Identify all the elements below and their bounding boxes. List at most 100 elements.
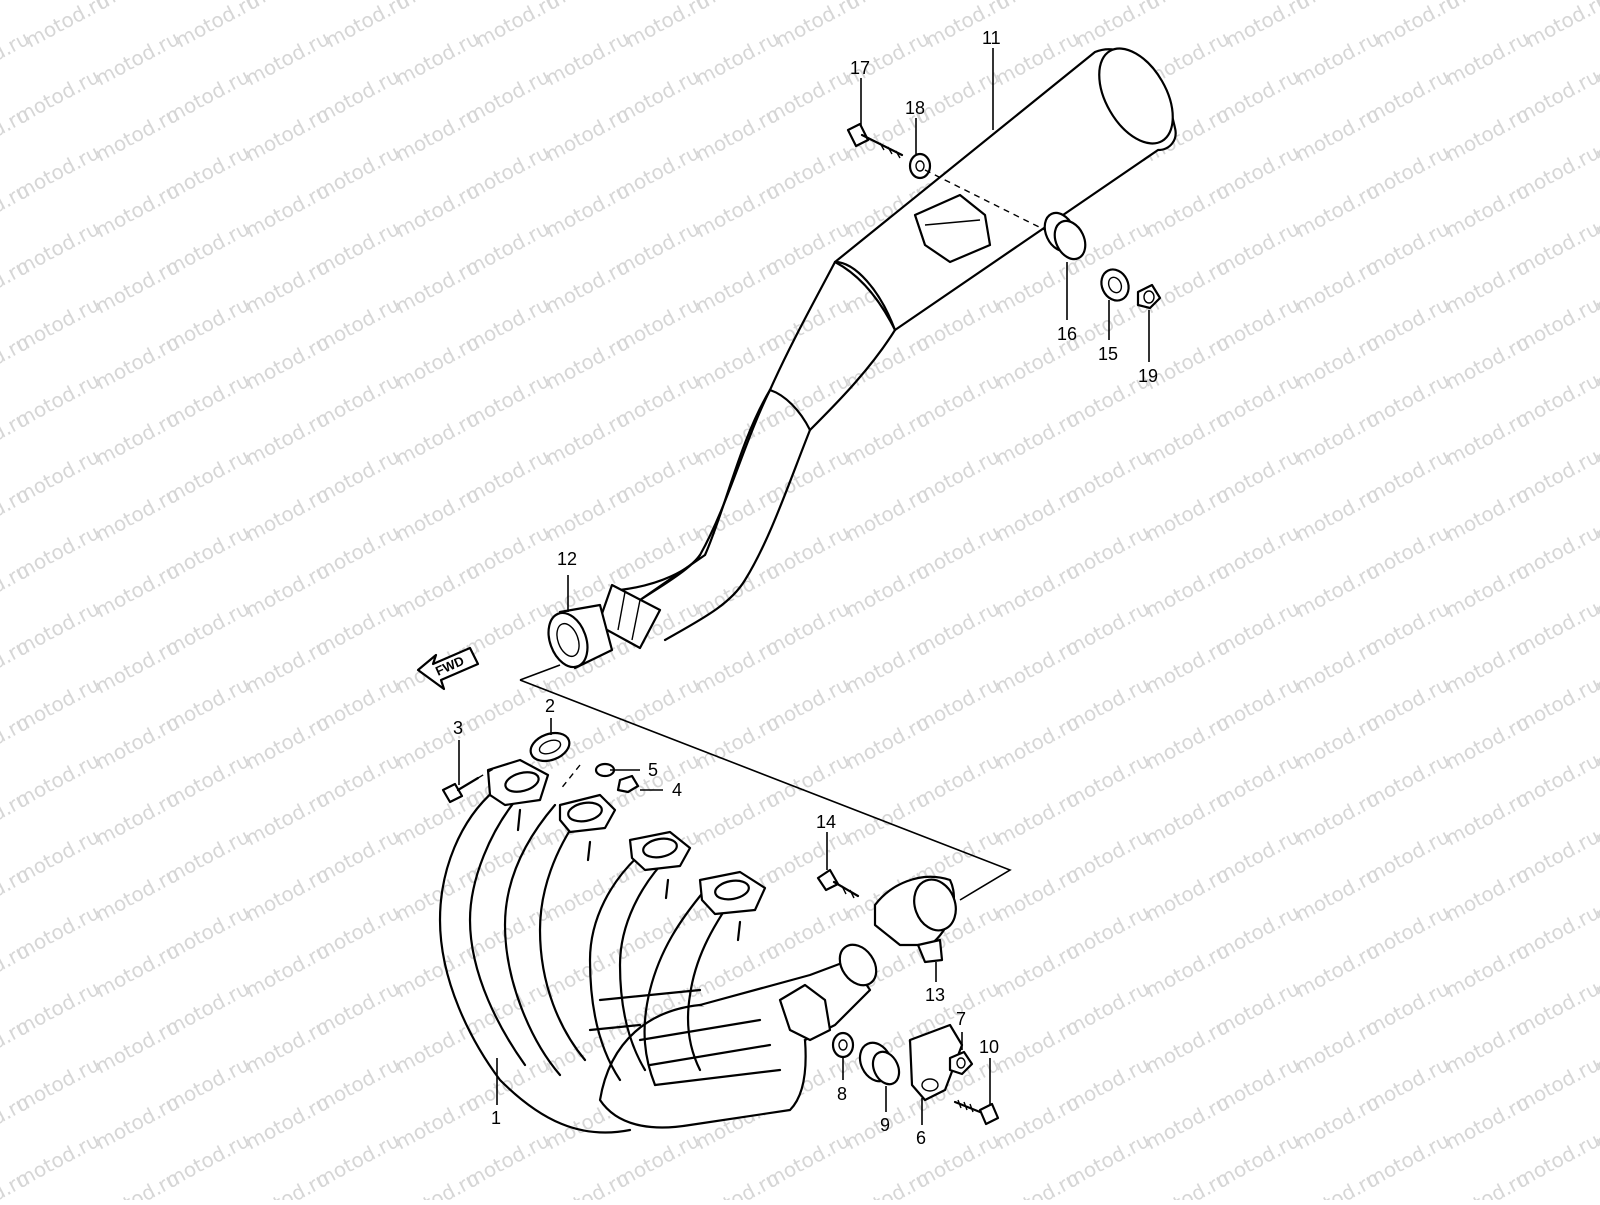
watermark-text: motod.ru bbox=[471, 0, 563, 52]
watermark-text: motod.ru bbox=[991, 938, 1083, 1002]
watermark-text: motod.ru bbox=[1291, 254, 1383, 318]
watermark-text: motod.ru bbox=[1291, 634, 1383, 698]
watermark-text: motod.ru bbox=[991, 406, 1083, 470]
watermark-text: motod.ru bbox=[241, 1014, 333, 1078]
watermark-text: motod.ru bbox=[841, 1166, 933, 1200]
watermark-text: motod.ru bbox=[391, 938, 483, 1002]
watermark-text: motod.ru bbox=[541, 178, 633, 242]
watermark-text: motod.ru bbox=[621, 0, 713, 52]
watermark-text: motod.ru bbox=[391, 406, 483, 470]
watermark-text: motod.ru bbox=[841, 482, 933, 546]
callout-leaders bbox=[458, 48, 1150, 1125]
watermark-text: motod.ru bbox=[391, 26, 483, 90]
watermark-text: motod.ru bbox=[1441, 558, 1533, 622]
watermark-text: motod.ru bbox=[1441, 26, 1533, 90]
watermark-text: motod.ru bbox=[1291, 786, 1383, 850]
watermark-text: motod.ru bbox=[1441, 710, 1533, 774]
watermark-text: motod.ru bbox=[391, 254, 483, 318]
watermark-text: motod.ru bbox=[1591, 1166, 1600, 1200]
watermark-text: motod.ru bbox=[1441, 254, 1533, 318]
watermark-text: motod.ru bbox=[691, 330, 783, 394]
watermark-text: motod.ru bbox=[91, 710, 183, 774]
watermark-text: motod.ru bbox=[91, 786, 183, 850]
watermark-text: motod.ru bbox=[1141, 1090, 1233, 1154]
watermark-text: motod.ru bbox=[1521, 0, 1600, 52]
watermark-text: motod.ru bbox=[991, 862, 1083, 926]
exhaust-header-pipes bbox=[438, 758, 878, 1134]
muffler bbox=[596, 47, 1177, 650]
watermark-text: motod.ru bbox=[91, 406, 183, 470]
watermark-text: motod.ru bbox=[841, 710, 933, 774]
watermark-text: motod.ru bbox=[1441, 102, 1533, 166]
watermark-text: motod.ru bbox=[91, 862, 183, 926]
callout-13: 13 bbox=[925, 985, 945, 1005]
watermark-text: motod.ru bbox=[691, 786, 783, 850]
watermark-text: motod.ru bbox=[841, 330, 933, 394]
callout-18: 18 bbox=[905, 98, 925, 118]
watermark-text: motod.ru bbox=[991, 254, 1083, 318]
stud-bolt bbox=[441, 767, 496, 804]
watermark-text: motod.ru bbox=[1141, 482, 1233, 546]
watermark-text: motod.ru bbox=[91, 938, 183, 1002]
callout-2: 2 bbox=[545, 696, 555, 716]
watermark-text: motod.ru bbox=[1291, 406, 1383, 470]
watermark-text: motod.ru bbox=[991, 1166, 1083, 1200]
header-mount-hardware bbox=[831, 1023, 1000, 1126]
watermark-text: motod.ru bbox=[391, 102, 483, 166]
watermark-text: motod.ru bbox=[1291, 710, 1383, 774]
callout-8: 8 bbox=[837, 1084, 847, 1104]
watermark-text: motod.ru bbox=[91, 1090, 183, 1154]
watermark-text: motod.ru bbox=[21, 0, 113, 52]
watermark-text: motod.ru bbox=[1441, 634, 1533, 698]
watermark-text: motod.ru bbox=[241, 178, 333, 242]
watermark-text: motod.ru bbox=[991, 1090, 1083, 1154]
watermark-text: motod.ru bbox=[541, 254, 633, 318]
watermark-text: motod.ru bbox=[241, 482, 333, 546]
watermark-text: motod.ru bbox=[1441, 482, 1533, 546]
watermark-text: motod.ru bbox=[1441, 1166, 1533, 1200]
watermark-text: motod.ru bbox=[1291, 938, 1383, 1002]
watermark-text: motod.ru bbox=[541, 26, 633, 90]
watermark-text: motod.ru bbox=[1141, 558, 1233, 622]
watermark-text: motod.ru bbox=[1141, 634, 1233, 698]
watermark-text: motod.ru bbox=[91, 102, 183, 166]
callout-labels: 1 2 3 4 5 6 7 8 9 10 11 12 13 14 15 16 1… bbox=[453, 28, 1158, 1148]
watermark-text: motod.ru bbox=[0, 0, 33, 14]
watermark-text: motod.ru bbox=[1141, 786, 1233, 850]
watermark-text: motod.ru bbox=[91, 254, 183, 318]
watermark-text: motod.ru bbox=[691, 254, 783, 318]
watermark-text: motod.ru bbox=[541, 330, 633, 394]
watermark-text: motod.ru bbox=[1441, 1014, 1533, 1078]
watermark-text: motod.ru bbox=[91, 482, 183, 546]
watermark-text: motod.ru bbox=[841, 406, 933, 470]
watermark-text: motod.ru bbox=[1291, 330, 1383, 394]
watermark-text: motod.ru bbox=[691, 1166, 783, 1200]
callout-1: 1 bbox=[491, 1108, 501, 1128]
watermark-text: motod.ru bbox=[991, 634, 1083, 698]
watermark-text: motod.ru bbox=[91, 178, 183, 242]
watermark-text: motod.ru bbox=[241, 26, 333, 90]
watermark-text: motod.ru bbox=[771, 0, 863, 52]
watermark-text: motod.ru bbox=[1291, 1090, 1383, 1154]
watermark-text: motod.ru bbox=[321, 0, 413, 52]
watermark-text: motod.ru bbox=[1221, 0, 1313, 52]
watermark-text: motod.ru bbox=[391, 1090, 483, 1154]
watermark-text: motod.ru bbox=[91, 1166, 183, 1200]
watermark-text: motod.ru bbox=[1291, 862, 1383, 926]
watermark-text: motod.ru bbox=[1291, 178, 1383, 242]
watermark-text: motod.ru bbox=[1141, 862, 1233, 926]
watermark-text: motod.ru bbox=[391, 1166, 483, 1200]
watermark-text: motod.ru bbox=[691, 634, 783, 698]
watermark-text: motod.ru bbox=[991, 482, 1083, 546]
watermark-text: motod.ru bbox=[991, 786, 1083, 850]
callout-9: 9 bbox=[880, 1115, 890, 1135]
watermark-text: motod.ru bbox=[391, 1014, 483, 1078]
watermark-text: motod.ru bbox=[1291, 26, 1383, 90]
watermark-text: motod.ru bbox=[1291, 102, 1383, 166]
watermark-text: motod.ru bbox=[691, 178, 783, 242]
callout-3: 3 bbox=[453, 718, 463, 738]
watermark-text: motod.ru bbox=[91, 1014, 183, 1078]
watermark-text: motod.ru bbox=[1291, 1166, 1383, 1200]
